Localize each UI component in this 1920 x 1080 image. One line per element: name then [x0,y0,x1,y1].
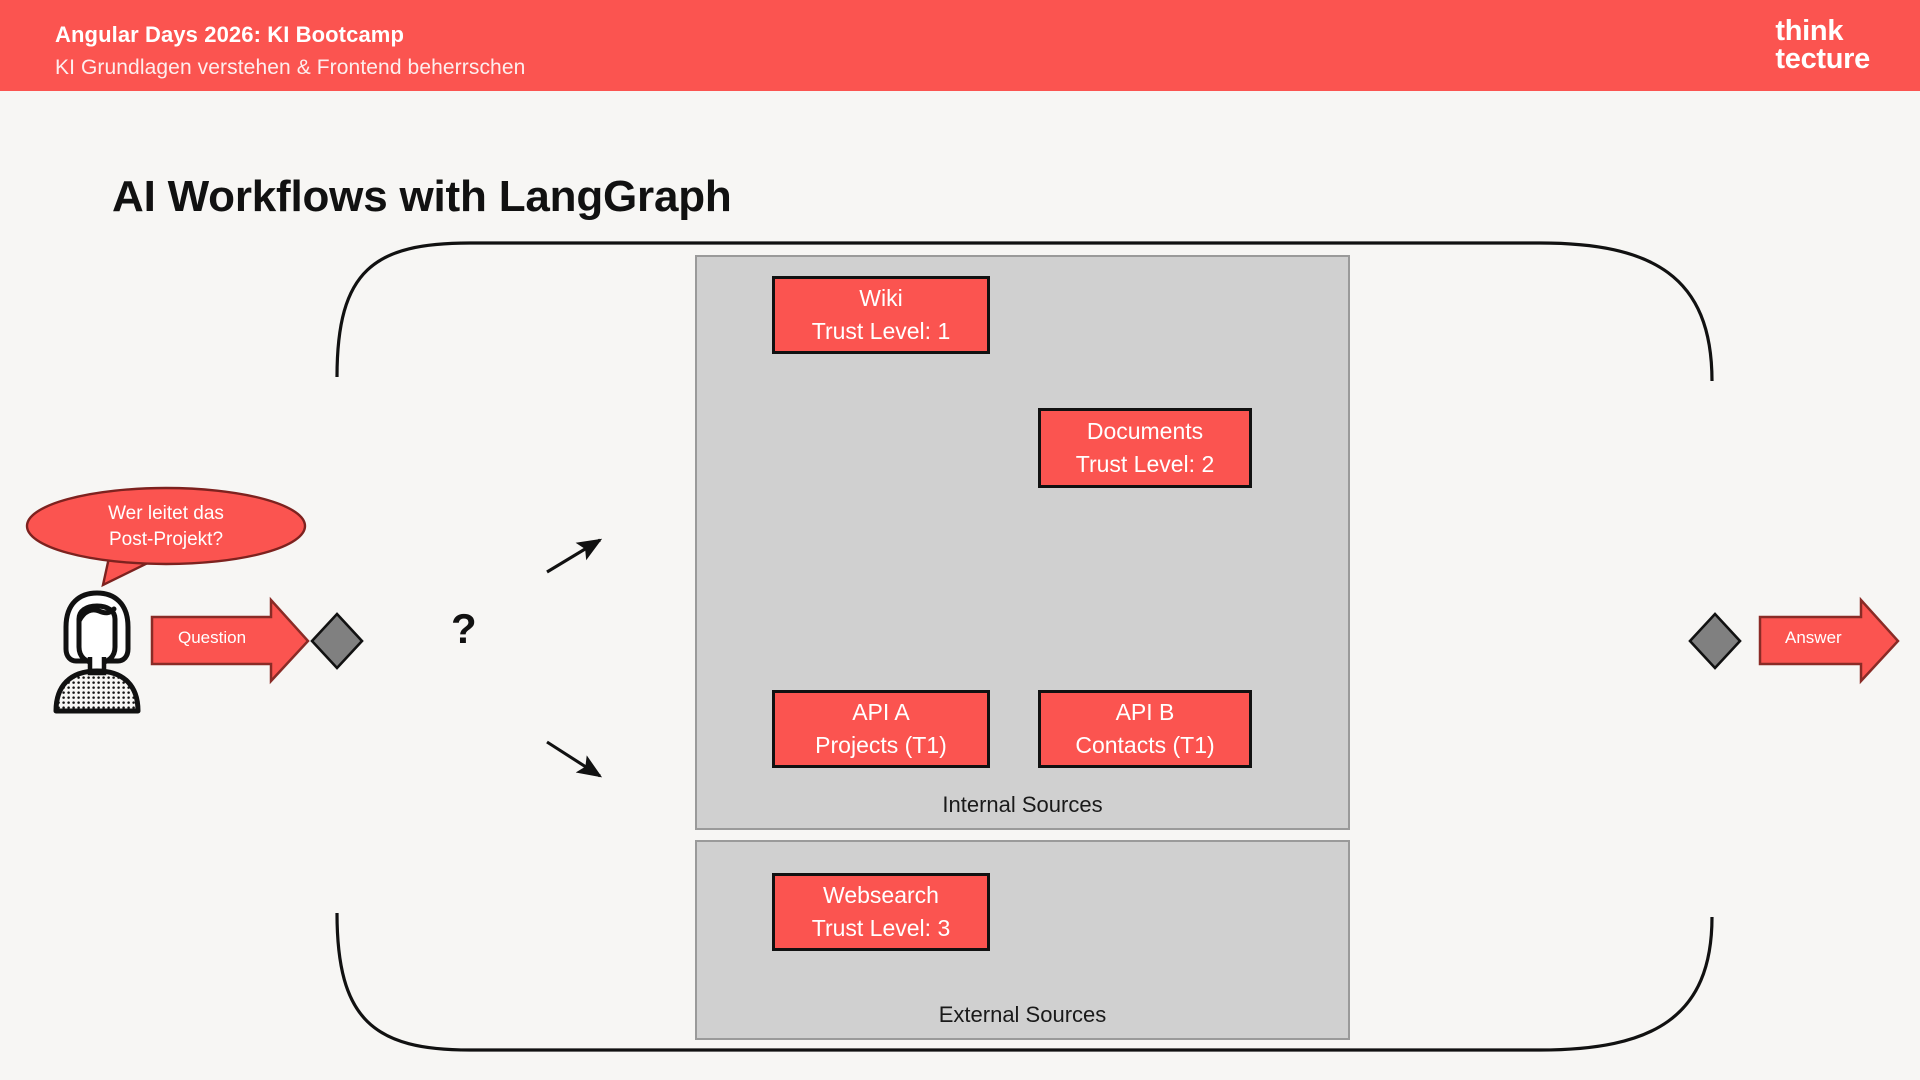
source-node-api-b[interactable]: API B Contacts (T1) [1038,690,1252,768]
speech-bubble-line-1: Wer leitet das [108,503,224,524]
node-title: API A [852,698,910,725]
answer-arrow-label: Answer [1785,628,1842,647]
node-subtitle: Projects (T1) [815,732,947,758]
router-diamond-left [310,612,364,670]
source-node-wiki[interactable]: Wiki Trust Level: 1 [772,276,990,354]
page-title: AI Workflows with LangGraph [112,172,732,221]
router-diamond-right [1688,612,1742,670]
node-subtitle: Trust Level: 1 [811,318,951,344]
logo-line-think: think [1775,15,1844,47]
source-node-documents[interactable]: Documents Trust Level: 2 [1038,408,1252,488]
source-node-api-a[interactable]: API A Projects (T1) [772,690,990,768]
speech-bubble-shape [25,486,307,588]
header-title: Angular Days 2026: KI Bootcamp [55,22,404,47]
speech-bubble-line-2: Post-Projekt? [108,528,224,550]
header-subtitle: KI Grundlagen verstehen & Frontend beher… [55,56,526,79]
node-title: API B [1115,698,1175,725]
route-arrow-up [546,538,603,574]
logo-line-tecture: tecture [1775,42,1870,75]
question-mark-glyph: ? [451,605,477,652]
source-node-websearch[interactable]: Websearch Trust Level: 3 [772,873,990,951]
external-sources-label: External Sources [938,1002,1107,1027]
person-icon [53,590,141,714]
route-arrow-down [546,740,603,778]
node-subtitle: Trust Level: 3 [811,915,951,941]
node-title: Wiki [859,284,903,311]
node-subtitle: Trust Level: 2 [1075,451,1215,477]
node-title: Documents [1086,417,1204,444]
speech-bubble-text: Wer leitet das Post-Projekt? [24,501,308,552]
header-bar: Angular Days 2026: KI Bootcamp KI Grundl… [0,0,1920,91]
internal-sources-label: Internal Sources [942,792,1103,817]
node-subtitle: Contacts (T1) [1075,732,1215,758]
node-title: Websearch [823,881,939,908]
thinktecture-logo: think tecture [1775,15,1870,75]
question-arrow-label: Question [178,628,247,647]
